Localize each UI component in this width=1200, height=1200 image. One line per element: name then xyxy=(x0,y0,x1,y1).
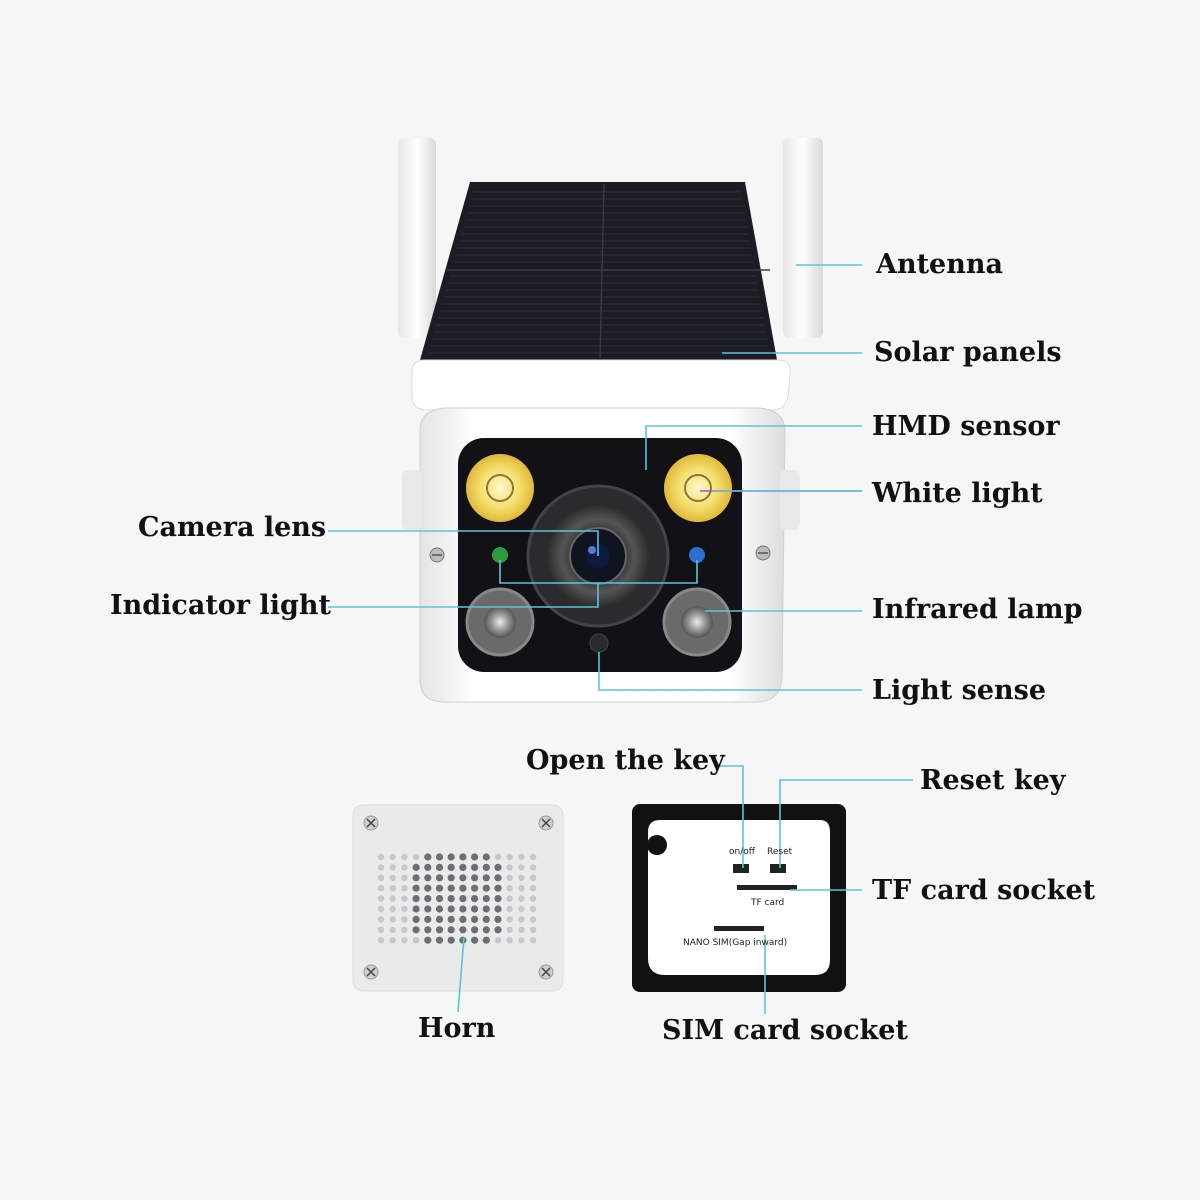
white-light-right xyxy=(664,454,732,522)
speaker-plate xyxy=(352,804,564,992)
sim-card-slot[interactable] xyxy=(714,926,764,931)
label-infrared-lamp: Infrared lamp xyxy=(872,594,1083,625)
solar-panel xyxy=(411,182,791,411)
tf-card-slot[interactable] xyxy=(737,885,797,890)
board-text-tf-card: TF card xyxy=(751,898,785,908)
label-antenna: Antenna xyxy=(876,249,1003,280)
label-solar-panels: Solar panels xyxy=(874,337,1062,368)
white-light-left xyxy=(466,454,534,522)
board-text-nano-sim: NANO SIM(Gap inward) xyxy=(683,938,788,948)
label-open-the-key: Open the key xyxy=(526,745,725,776)
label-camera-lens: Camera lens xyxy=(138,512,327,543)
label-sim-card-socket: SIM card socket xyxy=(662,1015,908,1046)
board-text-on-off: on/off xyxy=(729,847,755,857)
indicator-light-green xyxy=(492,547,508,563)
label-indicator-light: Indicator light xyxy=(110,590,331,621)
label-hmd-sensor: HMD sensor xyxy=(872,411,1060,442)
label-white-light: White light xyxy=(872,478,1043,509)
leader-lines xyxy=(328,264,913,1014)
camera-body xyxy=(402,407,800,703)
antenna-left xyxy=(398,138,436,338)
light-sensor xyxy=(589,633,609,653)
board-text-reset: Reset xyxy=(767,847,793,857)
circuit-board xyxy=(632,804,846,992)
antenna-right xyxy=(783,138,823,338)
label-horn: Horn xyxy=(418,1013,496,1044)
label-light-sense: Light sense xyxy=(872,675,1047,706)
power-switch[interactable] xyxy=(733,864,749,873)
label-reset-key: Reset key xyxy=(920,765,1066,796)
indicator-light-blue xyxy=(689,547,705,563)
mount-hole-icon xyxy=(647,835,667,855)
reset-switch[interactable] xyxy=(770,864,786,873)
label-tf-card-socket: TF card socket xyxy=(872,875,1096,906)
